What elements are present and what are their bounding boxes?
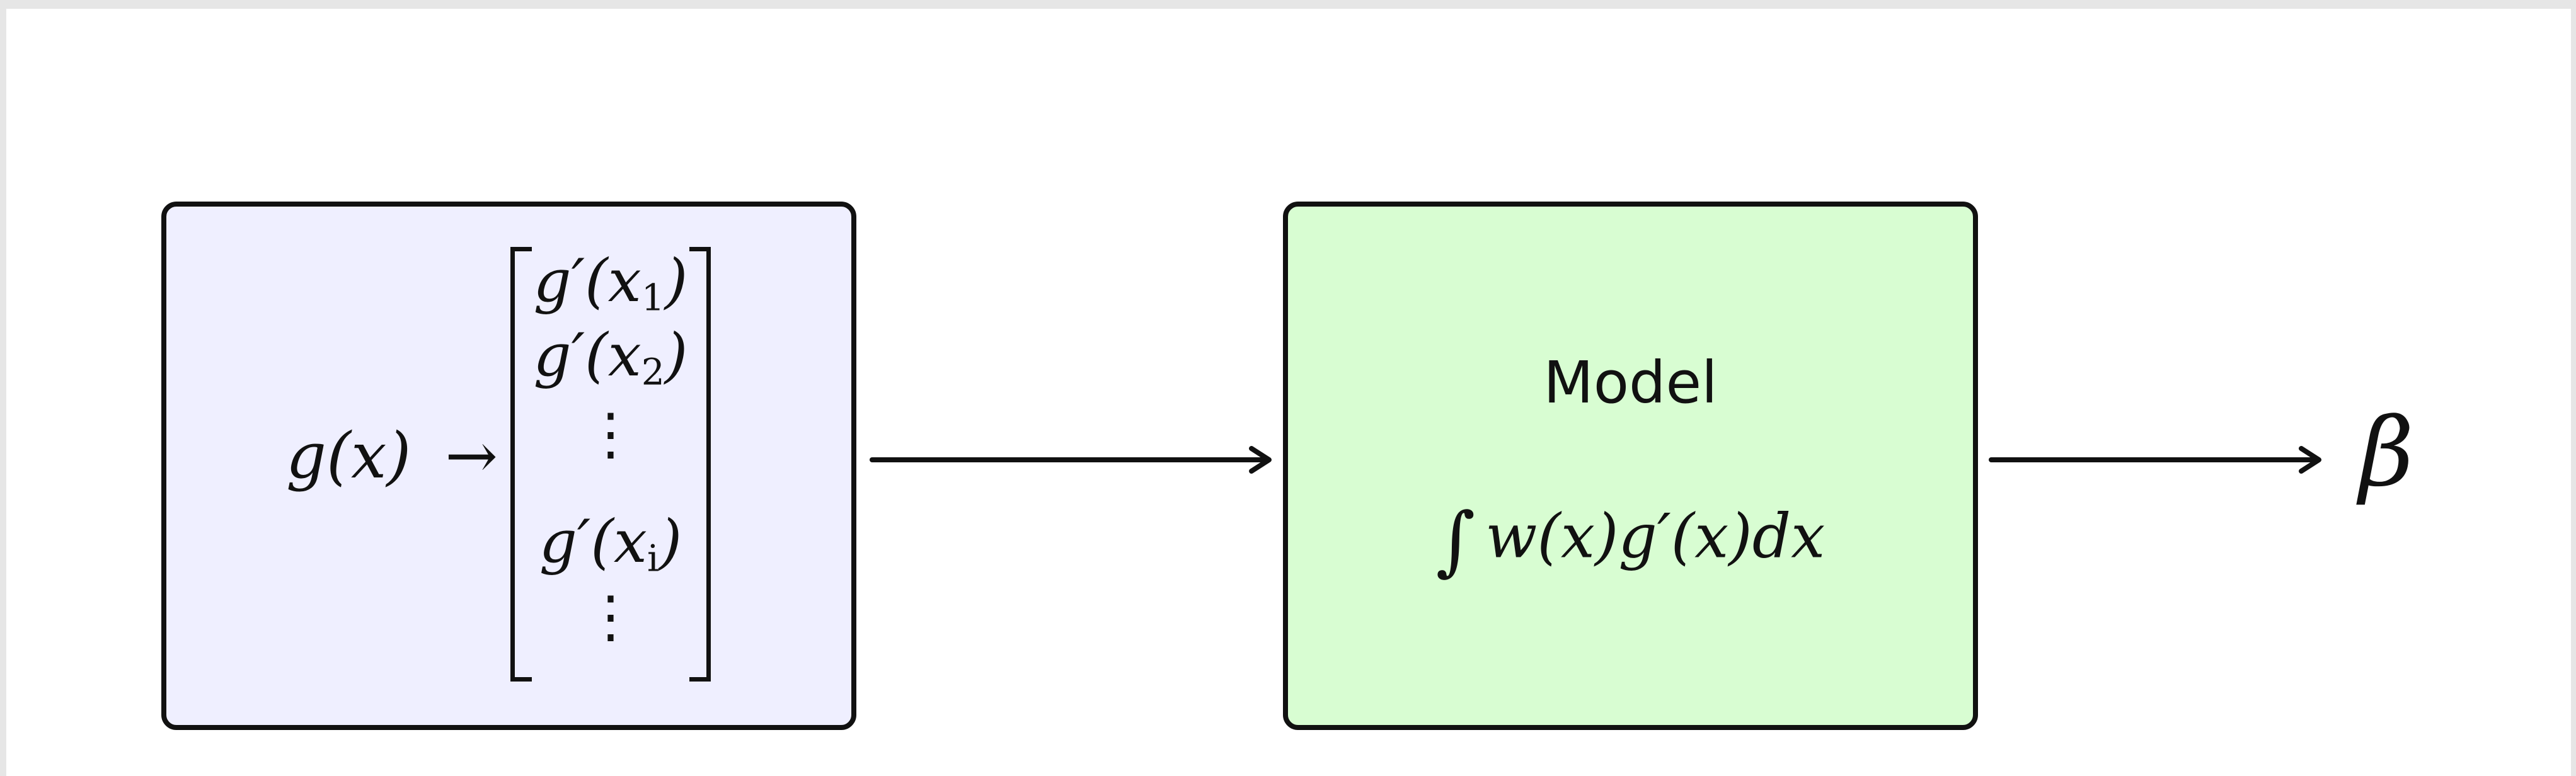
matrix-right-bracket (689, 247, 711, 682)
input-box (161, 202, 856, 730)
diagram-canvas: g(x) → g′(x1) g′(x2) ⋮ g′(xi) ⋮ Model ∫w… (6, 9, 2571, 776)
arrow-head (2299, 446, 2321, 474)
matrix-left-bracket (510, 247, 532, 682)
integrand: w(x)g′(x)dx (1485, 501, 1826, 572)
model-box (1283, 202, 1978, 730)
integral-sign: ∫ (1435, 497, 1476, 585)
maps-to-arrow: → (445, 419, 498, 493)
output-beta: β (2359, 398, 2414, 508)
function-label: g(x) (286, 419, 411, 493)
vector-entry: g′(xi) (539, 508, 682, 580)
integral-expression: ∫w(x)g′(x)dx (1283, 503, 1978, 579)
vector-entry: g′(x2) (533, 321, 688, 394)
vector-entry: g′(x1) (533, 247, 688, 319)
function-expression: g(x) → (286, 425, 498, 488)
connector-arrows (870, 446, 2321, 474)
arrow-head (1249, 446, 1272, 474)
model-label: Model (1543, 349, 1718, 416)
